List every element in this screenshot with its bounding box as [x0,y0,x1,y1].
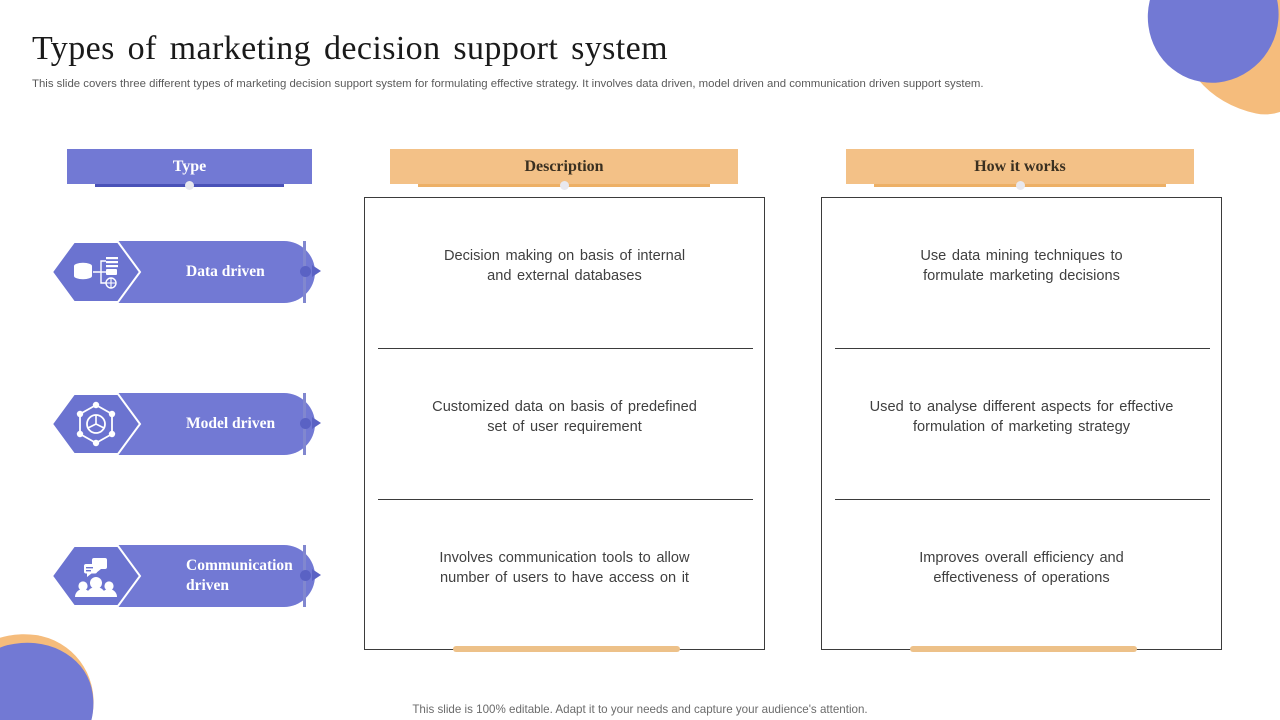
database-hierarchy-icon [50,241,142,303]
description-line-2: and external databases [487,267,642,284]
type-row-data-driven[interactable]: Data driven [50,241,315,303]
description-line-2: number of users to have access on it [440,569,689,586]
description-line-1: Customized data on basis of predefined [432,399,697,415]
type-pill-data-driven[interactable]: Data driven [108,241,315,303]
row-connector-communication-driven [300,545,322,607]
connector-arrow-icon [312,569,321,581]
connector-dot [300,570,311,581]
how-it-works-line-2: formulate marketing decisions [923,267,1120,284]
row-connector-data-driven [300,241,322,303]
description-cell-data-driven: Decision making on basis of internal and… [365,198,764,349]
row-connector-model-driven [300,393,322,455]
description-text-data-driven: Decision making on basis of internal and… [444,247,685,286]
description-divider-2 [378,499,753,500]
connector-arrow-icon [312,417,321,429]
type-label-data-driven: Data driven [186,263,265,280]
type-pill-communication-driven[interactable]: Communication driven [108,545,315,607]
how-it-works-text-model-driven: Used to analyse different aspects for ef… [870,398,1174,437]
how-it-works-cell-model-driven: Used to analyse different aspects for ef… [822,349,1221,500]
description-panel: Decision making on basis of internal and… [364,197,765,652]
column-header-description: Description [390,149,738,184]
column-header-description-dot [560,181,569,190]
type-row-communication-driven[interactable]: Communication driven [50,545,315,607]
column-header-type-dot [185,181,194,190]
description-line-2: set of user requirement [487,418,642,435]
description-text-model-driven: Customized data on basis of predefined s… [432,398,697,437]
type-label-communication-driven: Communication driven [186,557,293,594]
how-it-works-text-data-driven: Use data mining techniques to formulate … [920,247,1122,286]
page-title: Types of marketing decision support syst… [32,30,668,67]
how-it-works-divider-1 [835,348,1210,349]
column-header-how-it-works-label: How it works [974,157,1066,175]
column-header-type-label: Type [172,157,207,175]
description-line-1: Involves communication tools to allow [439,550,690,566]
how-it-works-text-communication-driven: Improves overall efficiency and effectiv… [919,549,1124,588]
description-divider-1 [378,348,753,349]
how-it-works-cell-communication-driven: Improves overall efficiency and effectiv… [822,500,1221,651]
type-pill-model-driven[interactable]: Model driven [108,393,315,455]
page-subtitle: This slide covers three different types … [32,78,984,90]
how-it-works-line-1: Use data mining techniques to [920,248,1123,264]
how-it-works-divider-2 [835,499,1210,500]
column-header-description-label: Description [524,157,604,175]
how-it-works-line-1: Improves overall efficiency and [919,550,1124,566]
connector-arrow-icon [312,265,321,277]
type-row-model-driven[interactable]: Model driven [50,393,315,455]
column-header-how-it-works-dot [1016,181,1025,190]
how-it-works-cell-data-driven: Use data mining techniques to formulate … [822,198,1221,349]
column-header-how-it-works: How it works [846,149,1194,184]
type-label-model-driven: Model driven [186,415,276,432]
column-header-type: Type [67,149,312,184]
description-panel-accent-bar [453,646,680,652]
footer-note: This slide is 100% editable. Adapt it to… [412,703,868,716]
how-it-works-line-2: formulation of marketing strategy [912,418,1130,435]
description-cell-model-driven: Customized data on basis of predefined s… [365,349,764,500]
connector-dot [300,418,311,429]
description-line-1: Decision making on basis of internal [443,248,686,264]
how-it-works-panel-accent-bar [910,646,1137,652]
how-it-works-line-2: effectiveness of operations [933,569,1110,586]
description-cell-communication-driven: Involves communication tools to allow nu… [365,500,764,651]
description-text-communication-driven: Involves communication tools to allow nu… [439,549,689,588]
people-chat-icon [50,545,142,607]
how-it-works-panel: Use data mining techniques to formulate … [821,197,1222,652]
connector-dot [300,266,311,277]
how-it-works-line-1: Used to analyse different aspects for ef… [869,399,1174,415]
network-node-hexagon-icon [50,393,142,455]
